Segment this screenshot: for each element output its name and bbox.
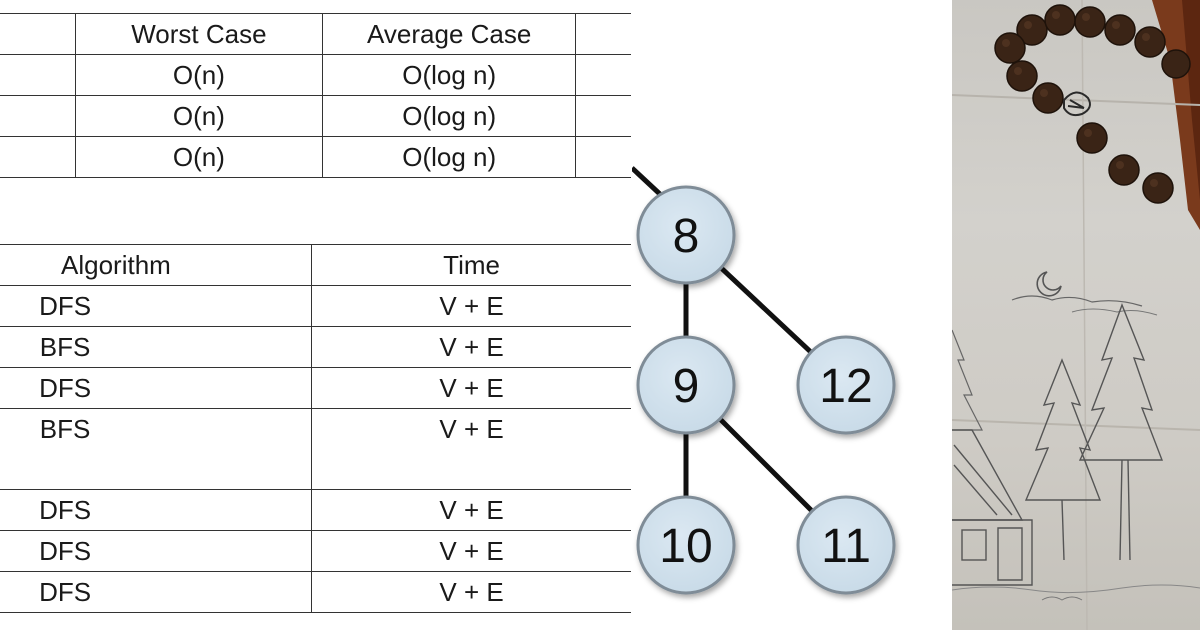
table-row: DFS V + E (0, 489, 631, 531)
algorithm-name: DFS (39, 290, 92, 321)
table-row: O(n) O(log n) (0, 54, 631, 96)
table-cell: O(log n) (322, 136, 577, 178)
table-cell (575, 54, 631, 96)
tree-diagram-panel: 8 9 12 10 11 (632, 0, 950, 630)
algorithm-name: BFS (39, 414, 91, 444)
table-cell: DFS (0, 367, 313, 409)
sketch-pine-tree (1078, 303, 1164, 561)
tree-diagram: 8 9 12 10 11 (632, 166, 896, 595)
algorithm-name: DFS (39, 576, 92, 607)
table-row: O(n) O(log n) (0, 136, 631, 178)
table-cell: V + E (311, 571, 631, 613)
sketch-pine-tree (1024, 358, 1102, 561)
column-header-worst-case: Worst Case (74, 13, 324, 55)
table-cell: DFS (0, 571, 313, 613)
tree-node-11: 11 (796, 495, 896, 595)
table-cell: BFS (0, 408, 313, 490)
column-header-average-case: Average Case (322, 13, 577, 55)
table-cell: V + E (311, 367, 631, 409)
table-row: BFS V + E (0, 408, 631, 490)
tree-node-12: 12 (796, 335, 896, 435)
algorithm-name: DFS (39, 535, 92, 566)
sketch-drawing (952, 0, 1200, 630)
bead-bracelet (994, 4, 1191, 204)
table-row: DFS V + E (0, 285, 631, 327)
column-header-time: Time (311, 244, 631, 286)
table-row: O(n) O(log n) (0, 95, 631, 137)
table-cell: DFS (0, 530, 313, 572)
table-cell: O(n) (74, 54, 324, 96)
algorithm-name: DFS (39, 494, 92, 525)
complexity-table: Worst Case Average Case O(n) O(log n) O(… (0, 13, 631, 178)
edge-root-to-8 (632, 166, 664, 198)
tree-node-8: 8 (636, 185, 736, 285)
table-cell (0, 136, 76, 178)
table-cell (575, 13, 631, 55)
table-cell: DFS (0, 489, 313, 531)
table-cell: V + E (311, 285, 631, 327)
sketch-moon (1036, 271, 1062, 297)
table-row: DFS V + E (0, 367, 631, 409)
tables-panel: Worst Case Average Case O(n) O(log n) O(… (0, 13, 631, 613)
table-header-row: Worst Case Average Case (0, 13, 631, 55)
table-header-row: Algorithm Time (0, 244, 631, 286)
algorithm-name: BFS (39, 331, 91, 362)
table-cell (0, 54, 76, 96)
table-cell (575, 95, 631, 137)
sketch-pine-tree (952, 329, 983, 431)
sketch-photo (952, 0, 1200, 630)
tree-node-9: 9 (636, 335, 736, 435)
table-cell: BFS (0, 326, 313, 368)
table-cell: O(n) (74, 136, 324, 178)
table-cell (0, 13, 76, 55)
node-label: 8 (673, 210, 700, 263)
sketch-hut (952, 429, 1033, 586)
table-row: DFS V + E (0, 530, 631, 572)
table-cell: DFS (0, 285, 313, 327)
algorithm-name: DFS (39, 372, 92, 403)
table-row: BFS V + E (0, 326, 631, 368)
node-label: 10 (659, 520, 712, 573)
table-cell: V + E (311, 326, 631, 368)
bracelet-charm (1063, 91, 1091, 117)
table-row: DFS V + E (0, 571, 631, 613)
table-cell: V + E (311, 408, 631, 490)
table-cell: O(n) (74, 95, 324, 137)
table-cell: V + E (311, 489, 631, 531)
tree-node-10: 10 (636, 495, 736, 595)
table-cell (575, 136, 631, 178)
node-label: 12 (819, 360, 872, 413)
table-cell: V + E (311, 530, 631, 572)
table-cell: O(log n) (322, 54, 577, 96)
node-label: 11 (821, 520, 871, 573)
column-header-algorithm: Algorithm (0, 244, 313, 286)
node-label: 9 (673, 360, 700, 413)
table-cell: O(log n) (322, 95, 577, 137)
algorithm-table: Algorithm Time DFS V + E BFS V + E DFS V… (0, 244, 631, 613)
table-cell (0, 95, 76, 137)
